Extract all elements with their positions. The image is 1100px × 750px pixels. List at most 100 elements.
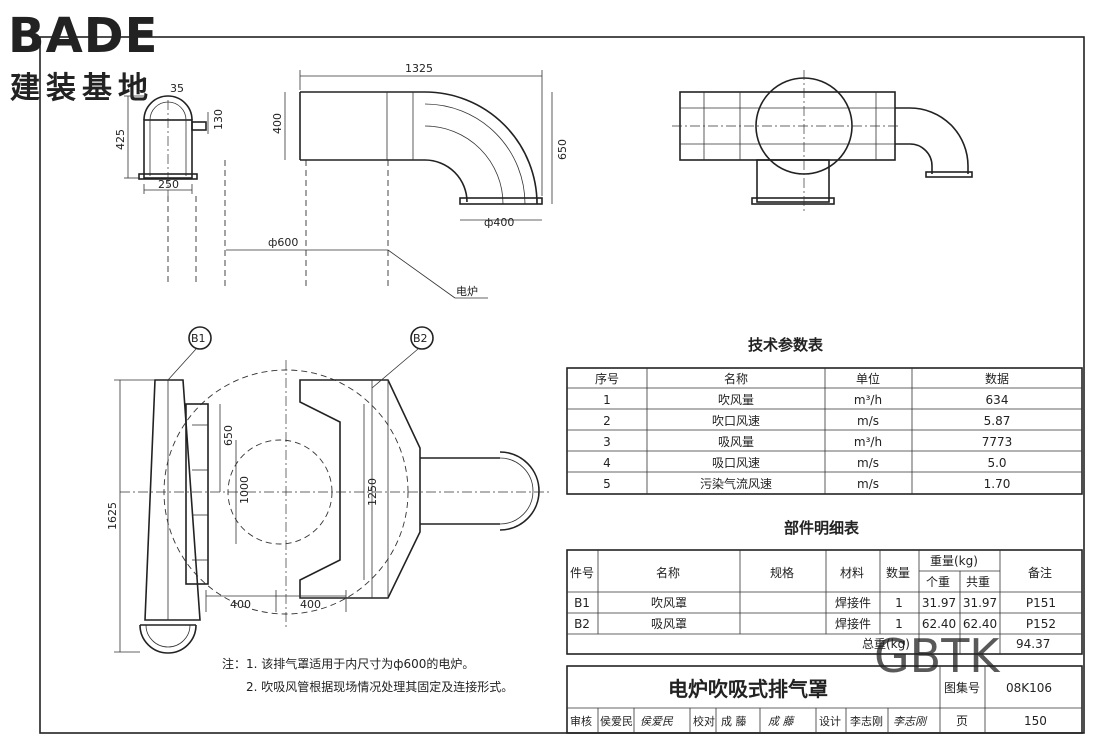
tech-cell-name: 污染气流风速 xyxy=(700,476,772,491)
parts-cell-remark: P151 xyxy=(1026,596,1056,610)
reviewer-name: 侯爱民 xyxy=(600,714,633,728)
parts-h-no: 件号 xyxy=(570,566,594,580)
parts-cell-material: 焊接件 xyxy=(835,595,871,610)
callout-b2-label: B2 xyxy=(413,332,428,345)
page-number: 150 xyxy=(1024,714,1047,728)
callout-b1-label: B1 xyxy=(191,332,206,345)
front-elevation: 1325 400 650 ф400 ф600 电炉 xyxy=(224,62,569,299)
dim-1325: 1325 xyxy=(405,62,433,75)
parts-table-title: 部件明细表 xyxy=(784,519,860,537)
furnace-label: 电炉 xyxy=(456,285,478,298)
tech-cell-data: 634 xyxy=(986,393,1009,407)
tech-h-unit: 单位 xyxy=(856,371,880,386)
dim-phi600: ф600 xyxy=(268,236,298,249)
parts-h-name: 名称 xyxy=(656,565,680,580)
watermark: GBTK xyxy=(874,629,1001,683)
tech-cell-name: 吹风量 xyxy=(718,393,754,407)
callout-b1 xyxy=(188,326,212,350)
dim-650-front: 650 xyxy=(556,139,569,160)
tech-h-data: 数据 xyxy=(985,371,1009,386)
tech-cell-data: 7773 xyxy=(982,435,1013,449)
parts-cell-qty: 1 xyxy=(895,617,903,631)
design-label: 设计 xyxy=(819,715,841,728)
checker-name: 成 藤 xyxy=(721,715,747,728)
tech-cell-no: 1 xyxy=(603,393,611,407)
parts-cell-total: 31.97 xyxy=(963,596,997,610)
dim-1000: 1000 xyxy=(238,476,251,504)
tech-cell-unit: m³/h xyxy=(854,435,882,449)
logo-brand: BADE xyxy=(8,8,158,64)
parts-h-qty: 数量 xyxy=(886,565,910,580)
atlas-label: 图集号 xyxy=(944,680,980,695)
parts-cell-single: 31.97 xyxy=(922,596,956,610)
logo: BADE 建装基地 xyxy=(8,8,158,106)
parts-total-label: 总重(kg) xyxy=(862,637,910,651)
dim-400-left: 400 xyxy=(230,598,251,611)
tech-table-title: 技术参数表 xyxy=(748,336,824,354)
tech-cell-unit: m/s xyxy=(857,414,879,428)
dim-400-right: 400 xyxy=(300,598,321,611)
tech-cell-name: 吹口风速 xyxy=(712,414,760,428)
check-label: 校对 xyxy=(693,714,715,728)
tech-cell-unit: m/s xyxy=(857,477,879,491)
plan-view xyxy=(672,70,973,214)
parts-cell-name: 吹风罩 xyxy=(651,596,687,610)
logo-subtitle: 建装基地 xyxy=(10,71,154,106)
parts-cell-material: 焊接件 xyxy=(835,616,871,631)
tech-table: 技术参数表 序号 名称 单位 数据 1 吹风量 m³/h 634 2 吹口风速 m/s 5.87 3 吸风… xyxy=(566,336,1083,495)
notes: 注：1. 该排气罩适用于内尺寸为ф600的电炉。 2. 吹吸风管根据现场情况处理… xyxy=(222,656,513,694)
tech-cell-no: 3 xyxy=(603,435,611,449)
dim-400-front: 400 xyxy=(271,113,284,134)
tech-h-no: 序号 xyxy=(595,371,619,386)
dim-phi400: ф400 xyxy=(484,216,514,229)
dim-250: 250 xyxy=(158,178,179,191)
tech-cell-no: 4 xyxy=(603,456,611,470)
tech-cell-name: 吸风量 xyxy=(718,435,754,449)
parts-h-single: 个重 xyxy=(926,575,950,589)
tech-cell-no: 2 xyxy=(603,414,611,428)
drawing-title: 电炉吹吸式排气罩 xyxy=(668,677,828,701)
reviewer-signature: 侯爱民 xyxy=(640,715,674,728)
side-view: 425 250 35 130 xyxy=(114,82,225,286)
parts-h-total: 共重 xyxy=(966,575,990,589)
dim-425: 425 xyxy=(114,129,127,150)
dim-650-plan: 650 xyxy=(222,425,235,446)
parts-cell-no: B2 xyxy=(574,617,590,631)
dim-1625: 1625 xyxy=(106,502,119,530)
parts-cell-remark: P152 xyxy=(1026,617,1056,631)
designer-signature: 李志刚 xyxy=(893,715,928,728)
parts-cell-single: 62.40 xyxy=(922,617,956,631)
callout-b2 xyxy=(410,326,434,350)
checker-signature: 成 藤 xyxy=(768,715,795,728)
parts-h-spec: 规格 xyxy=(770,565,794,580)
designer-name: 李志刚 xyxy=(850,714,883,728)
note-1: 注：1. 该排气罩适用于内尺寸为ф600的电炉。 xyxy=(222,656,474,671)
parts-h-weight: 重量(kg) xyxy=(930,554,978,568)
parts-cell-qty: 1 xyxy=(895,596,903,610)
tech-cell-no: 5 xyxy=(603,477,611,491)
atlas-number: 08K106 xyxy=(1006,681,1052,695)
tech-h-name: 名称 xyxy=(724,371,748,386)
parts-cell-total: 62.40 xyxy=(963,617,997,631)
title-block: 电炉吹吸式排气罩 图集号 08K106 审核 侯爱民 侯爱民 校对 成 藤 成 … xyxy=(566,665,1083,734)
parts-cell-no: B1 xyxy=(574,596,590,610)
dim-130: 130 xyxy=(212,109,225,130)
tech-cell-unit: m³/h xyxy=(854,393,882,407)
dim-35: 35 xyxy=(170,82,184,95)
tech-cell-data: 1.70 xyxy=(984,477,1011,491)
tech-cell-name: 吸口风速 xyxy=(712,456,760,470)
review-label: 审核 xyxy=(570,714,592,728)
tech-cell-unit: m/s xyxy=(857,456,879,470)
tech-cell-data: 5.0 xyxy=(987,456,1006,470)
parts-h-remark: 备注 xyxy=(1028,565,1052,580)
dim-1250: 1250 xyxy=(366,478,379,506)
parts-table: 部件明细表 件号 名称 规格 材料 数量 重量(kg) 个重 共重 备注 B1 吹… xyxy=(566,519,1083,655)
sheet-frame xyxy=(39,36,1085,734)
hood-plan: 1625 650 1000 1250 400 400 B1 B2 xyxy=(106,326,550,654)
tech-cell-data: 5.87 xyxy=(984,414,1011,428)
parts-h-material: 材料 xyxy=(840,566,864,580)
page-label: 页 xyxy=(956,714,968,728)
note-2: 2. 吹吸风管根据现场情况处理其固定及连接形式。 xyxy=(246,679,513,694)
parts-total-value: 94.37 xyxy=(1016,637,1050,651)
